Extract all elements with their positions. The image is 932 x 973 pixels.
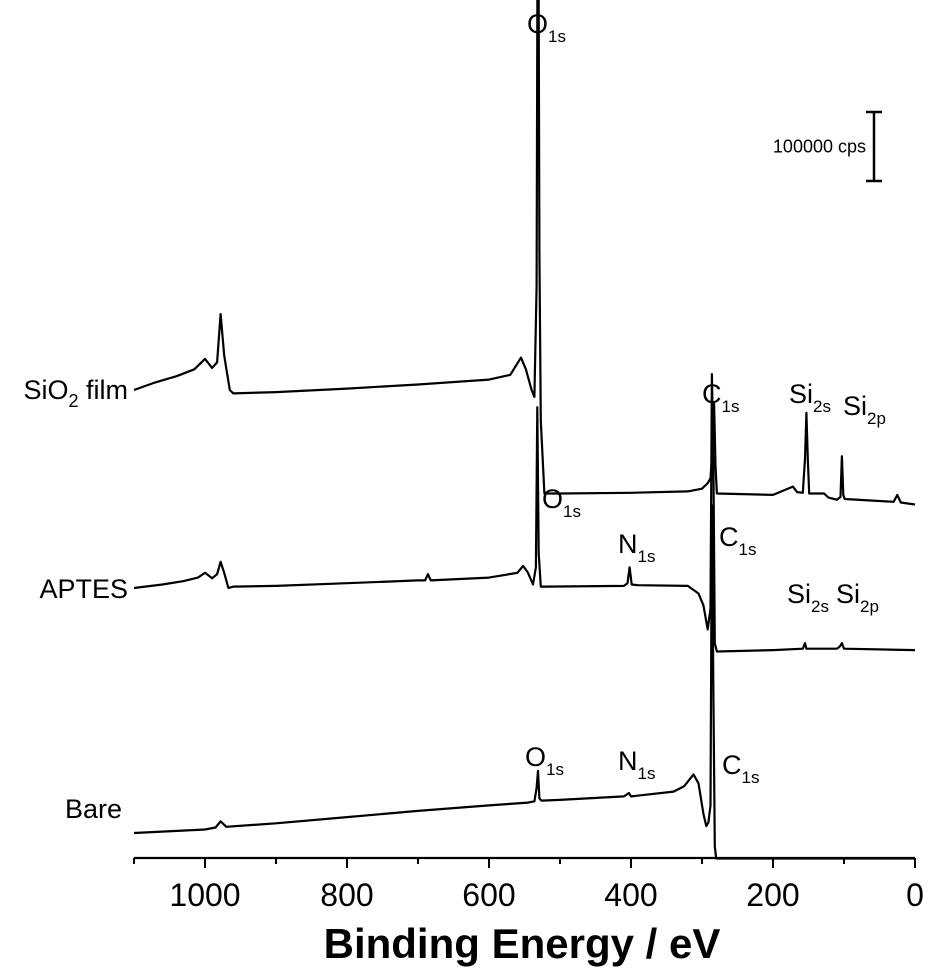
series-name-sio2-film: SiO2 film — [23, 375, 128, 411]
series-line-sio2-film — [133, 0, 916, 506]
peak-label-c1s-bare: C1s — [722, 750, 759, 787]
peak-label-c1s-aptes: C1s — [719, 522, 756, 559]
scale-bar-label: 100000 cps — [773, 137, 866, 157]
x-axis: 1000 800 600 400 200 0 — [133, 856, 924, 913]
series-name-bare: Bare — [65, 794, 122, 824]
peak-label-o1s-sio2: O1s — [527, 9, 566, 46]
peak-label-si2p-aptes: Si2p — [836, 579, 879, 616]
x-tick-label: 1000 — [169, 877, 240, 913]
peak-label-si2s-sio2: Si2s — [789, 379, 831, 416]
series-name-aptes: APTES — [39, 574, 128, 604]
series-traces — [133, 0, 916, 860]
peak-labels: O1s C1s Si2s Si2p O1s N1s C1s Si2s Si2p … — [525, 9, 886, 787]
x-tick-label: 400 — [604, 877, 657, 913]
peak-label-c1s-sio2: C1s — [702, 379, 739, 416]
x-tick-label: 200 — [746, 877, 799, 913]
peak-label-o1s-bare: O1s — [525, 742, 564, 779]
series-line-bare — [133, 504, 915, 860]
x-tick-label: 0 — [906, 877, 924, 913]
peak-label-n1s-aptes: N1s — [618, 529, 655, 566]
x-axis-ticks: 1000 800 600 400 200 0 — [133, 858, 924, 913]
x-tick-label: 600 — [462, 877, 515, 913]
peak-label-o1s-aptes: O1s — [542, 484, 581, 521]
x-tick-label: 800 — [320, 877, 373, 913]
peak-label-n1s-bare: N1s — [618, 746, 655, 783]
series-line-aptes — [133, 373, 916, 653]
peak-label-si2p-sio2: Si2p — [843, 391, 886, 428]
scale-bar: 100000 cps — [773, 110, 882, 183]
x-axis-title: Binding Energy / eV — [324, 920, 721, 967]
peak-label-si2s-aptes: Si2s — [787, 579, 829, 616]
